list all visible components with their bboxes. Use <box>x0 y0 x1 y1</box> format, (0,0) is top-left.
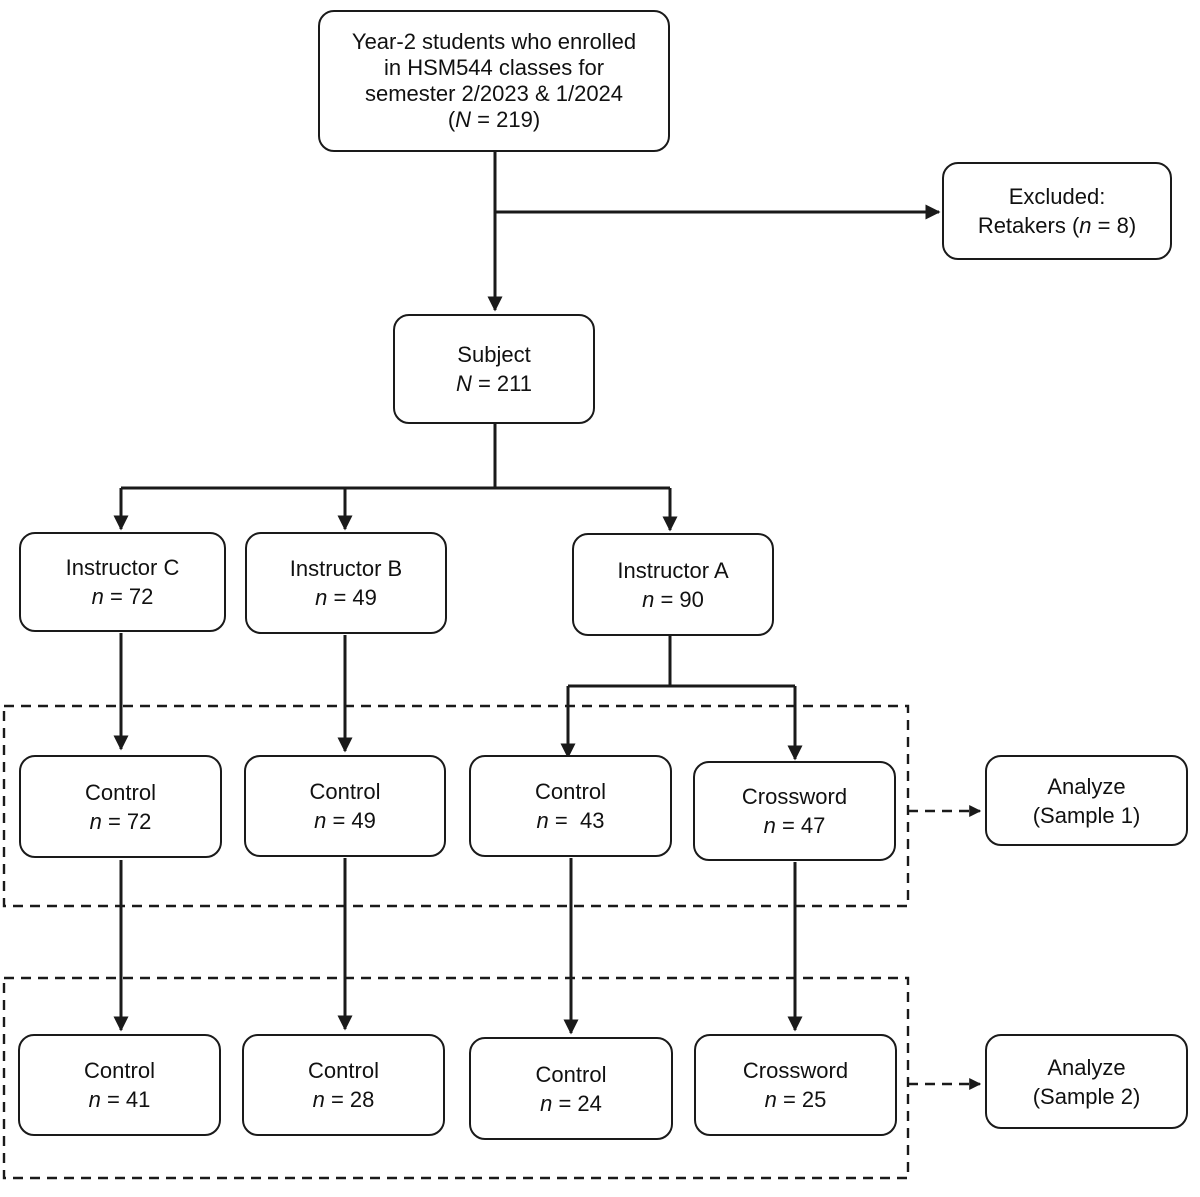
instructor-a-label: Instructor A <box>617 557 729 583</box>
group-label: Control <box>535 1061 607 1087</box>
group-count: n = 28 <box>312 1087 375 1112</box>
instructor-c-count: n = 72 <box>91 584 154 609</box>
group-count: n = 25 <box>764 1087 827 1112</box>
sample2-dashed-frame <box>2 976 910 1180</box>
group-label: Control <box>85 779 156 805</box>
subject-label: Subject <box>457 342 531 367</box>
group-count: n = 72 <box>89 808 152 834</box>
instructor-a-count: n = 90 <box>642 586 704 612</box>
enrolled-box: Year-2 students who enrolled in HSM544 c… <box>318 10 670 152</box>
sample1-control-b-box: Control n = 49 <box>244 755 446 857</box>
analyze-label: Analyze <box>1047 1054 1126 1080</box>
group-label: Control <box>535 779 606 804</box>
sample1-control-a-box: Control n = 43 <box>469 755 672 857</box>
group-count: n = 49 <box>314 808 376 833</box>
analyze-sample-label: (Sample 1) <box>1032 802 1141 828</box>
instructor-b-label: Instructor B <box>289 556 403 581</box>
excluded-detail: Retakers (n = 8) <box>977 213 1137 238</box>
group-count: n = 47 <box>763 813 826 838</box>
instructor-c-box: Instructor C n = 72 <box>19 532 226 632</box>
instructor-b-box: Instructor B n = 49 <box>245 532 447 634</box>
analyze-sample1-box: Analyze (Sample 1) <box>985 755 1188 846</box>
instructor-b-count: n = 49 <box>315 585 377 610</box>
group-label: Control <box>309 779 381 804</box>
enrolled-count: (N = 219) <box>447 107 541 132</box>
sample2-control-b-box: Control n = 28 <box>242 1034 445 1136</box>
analyze-sample2-box: Analyze (Sample 2) <box>985 1034 1188 1129</box>
group-label: Control <box>308 1058 379 1083</box>
group-count: n = 24 <box>540 1090 602 1116</box>
enrolled-line-2: in HSM544 classes for <box>383 55 605 80</box>
enrolled-line-3: semester 2/2023 & 1/2024 <box>364 81 624 106</box>
instructor-a-box: Instructor A n = 90 <box>572 533 774 636</box>
group-label: Crossword <box>742 1058 849 1083</box>
group-label: Crossword <box>741 784 848 809</box>
subject-count: N = 211 <box>455 371 533 396</box>
sample1-crossword-box: Crossword n = 47 <box>693 761 896 861</box>
sample2-crossword-box: Crossword n = 25 <box>694 1034 897 1136</box>
sample1-control-c-box: Control n = 72 <box>19 755 222 858</box>
group-count: n = 43 <box>536 808 605 833</box>
sample2-control-a-box: Control n = 24 <box>469 1037 673 1140</box>
excluded-box: Excluded: Retakers (n = 8) <box>942 162 1172 260</box>
sample1-dashed-frame <box>2 704 910 908</box>
group-count: n = 41 <box>88 1087 151 1112</box>
instructor-c-label: Instructor C <box>65 555 180 580</box>
analyze-sample-label: (Sample 2) <box>1032 1083 1141 1109</box>
enrolled-line-1: Year-2 students who enrolled <box>351 29 637 54</box>
subject-box: Subject N = 211 <box>393 314 595 424</box>
sample2-control-c-box: Control n = 41 <box>18 1034 221 1136</box>
analyze-label: Analyze <box>1047 773 1126 799</box>
group-label: Control <box>84 1058 155 1083</box>
excluded-title: Excluded: <box>1008 184 1106 209</box>
